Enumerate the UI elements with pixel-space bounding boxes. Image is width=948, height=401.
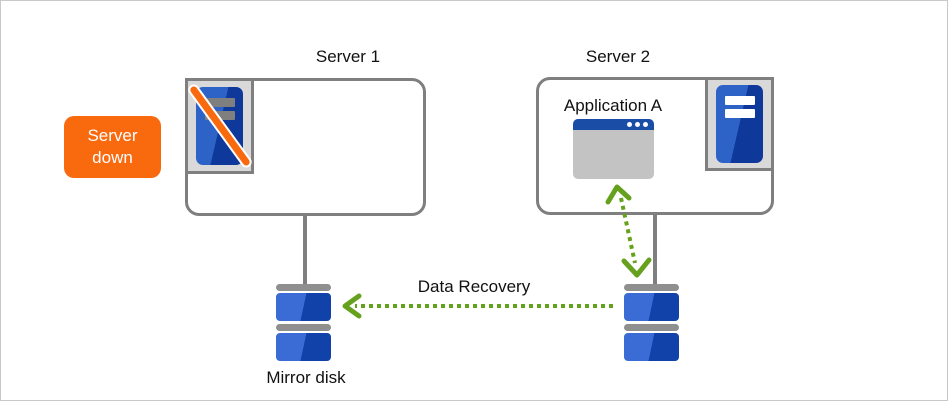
- server2-disk-stack-icon: [624, 284, 679, 364]
- tower-bar: [725, 109, 755, 118]
- disk-body: [624, 333, 679, 361]
- server2-disk-connector: [653, 214, 657, 285]
- tower-bar: [205, 111, 235, 120]
- data-recovery-label: Data Recovery: [417, 277, 531, 296]
- server2-title: Server 2: [585, 47, 651, 66]
- disk-cap: [624, 284, 679, 291]
- server1-title: Server 1: [315, 47, 381, 66]
- application-window-icon: [573, 119, 654, 179]
- application-label: Application A: [563, 96, 663, 115]
- disk-cap: [624, 324, 679, 331]
- server-tower-crossed-icon: [185, 78, 254, 174]
- disk-cap: [276, 324, 331, 331]
- window-dot-icon: [635, 122, 640, 127]
- server-tower-icon: [705, 77, 774, 171]
- window-dot-icon: [627, 122, 632, 127]
- server-tower-shape: [716, 85, 763, 163]
- disk-body: [624, 293, 679, 321]
- server-down-badge: Server down: [64, 116, 161, 178]
- window-dot-icon: [643, 122, 648, 127]
- disk-body: [276, 293, 331, 321]
- server1-disk-connector: [303, 215, 307, 285]
- tower-bar: [205, 98, 235, 107]
- mirror-disk-stack-icon: [276, 284, 331, 364]
- tower-bar: [725, 96, 755, 105]
- arrowhead-down-icon: [621, 257, 652, 278]
- mirror-disk-label: Mirror disk: [266, 368, 346, 387]
- arrowhead-left-icon: [342, 293, 362, 319]
- disk-body: [276, 333, 331, 361]
- application-titlebar: [573, 119, 654, 130]
- disk-cap: [276, 284, 331, 291]
